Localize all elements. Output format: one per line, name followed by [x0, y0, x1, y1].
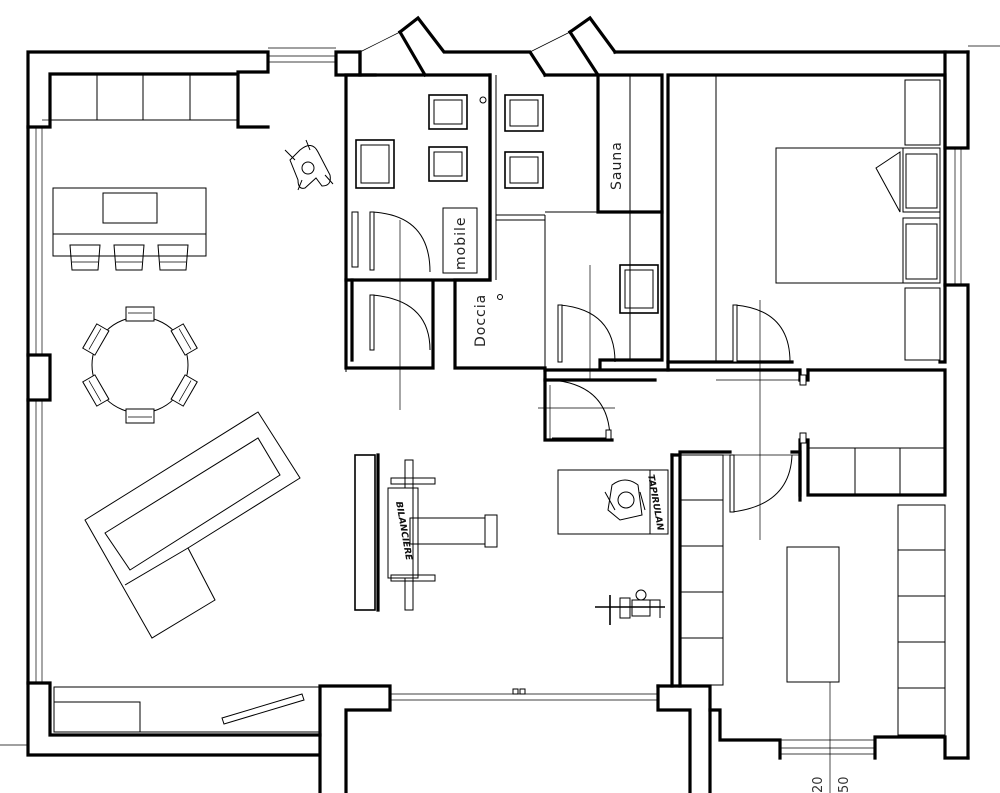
doors: [369, 211, 807, 513]
person-figure: [284, 139, 334, 191]
kitchen-island: [52, 187, 207, 257]
room-labels: Sauna mobile Doccia: [453, 141, 625, 347]
label-tapirulan: TAPIRULAN: [645, 474, 665, 532]
dimension-20: 20: [811, 776, 826, 793]
desk: [786, 546, 840, 793]
dimension-50: 50: [837, 776, 852, 793]
bathroom-fixtures: [351, 94, 659, 314]
bed: [775, 147, 941, 284]
weight-bench: [354, 453, 498, 612]
dining-table: [82, 306, 198, 424]
bedroom-wardrobe: [904, 79, 941, 361]
right-wardrobe: [897, 504, 946, 736]
left-wardrobe: [679, 454, 724, 686]
kitchen-cabinets: [42, 73, 239, 121]
tv-cabinet: [53, 686, 321, 733]
coat-stand: [595, 589, 665, 625]
bar-stools: [69, 244, 189, 271]
treadmill: [557, 469, 669, 535]
outer-walls: [0, 15, 1000, 793]
sofa: [84, 411, 301, 639]
label-sauna: Sauna: [609, 141, 625, 190]
label-doccia: Doccia: [473, 294, 489, 347]
dimension-labels: 20 50: [811, 776, 852, 793]
label-mobile: mobile: [453, 217, 469, 270]
